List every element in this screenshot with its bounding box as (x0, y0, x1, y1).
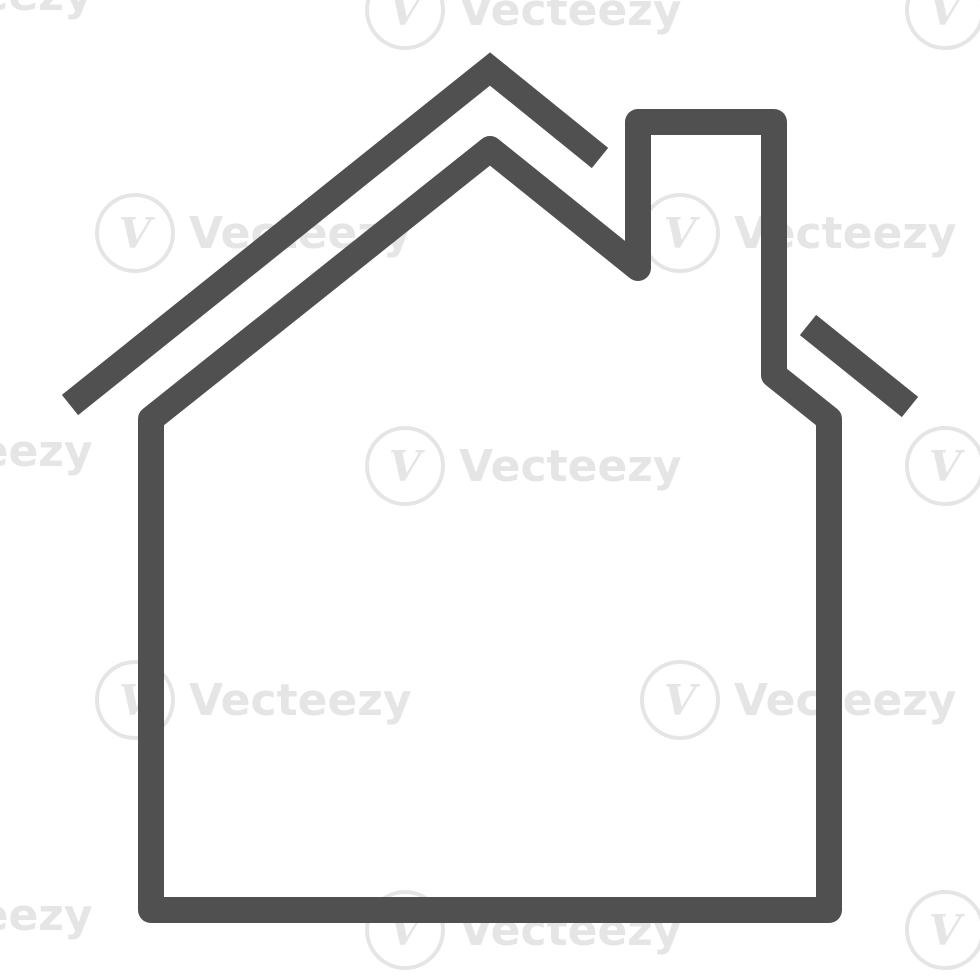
roof-outer-left-line (61, 52, 609, 416)
house-body-outline (138, 109, 842, 923)
roof-outer-right-line (799, 314, 919, 418)
